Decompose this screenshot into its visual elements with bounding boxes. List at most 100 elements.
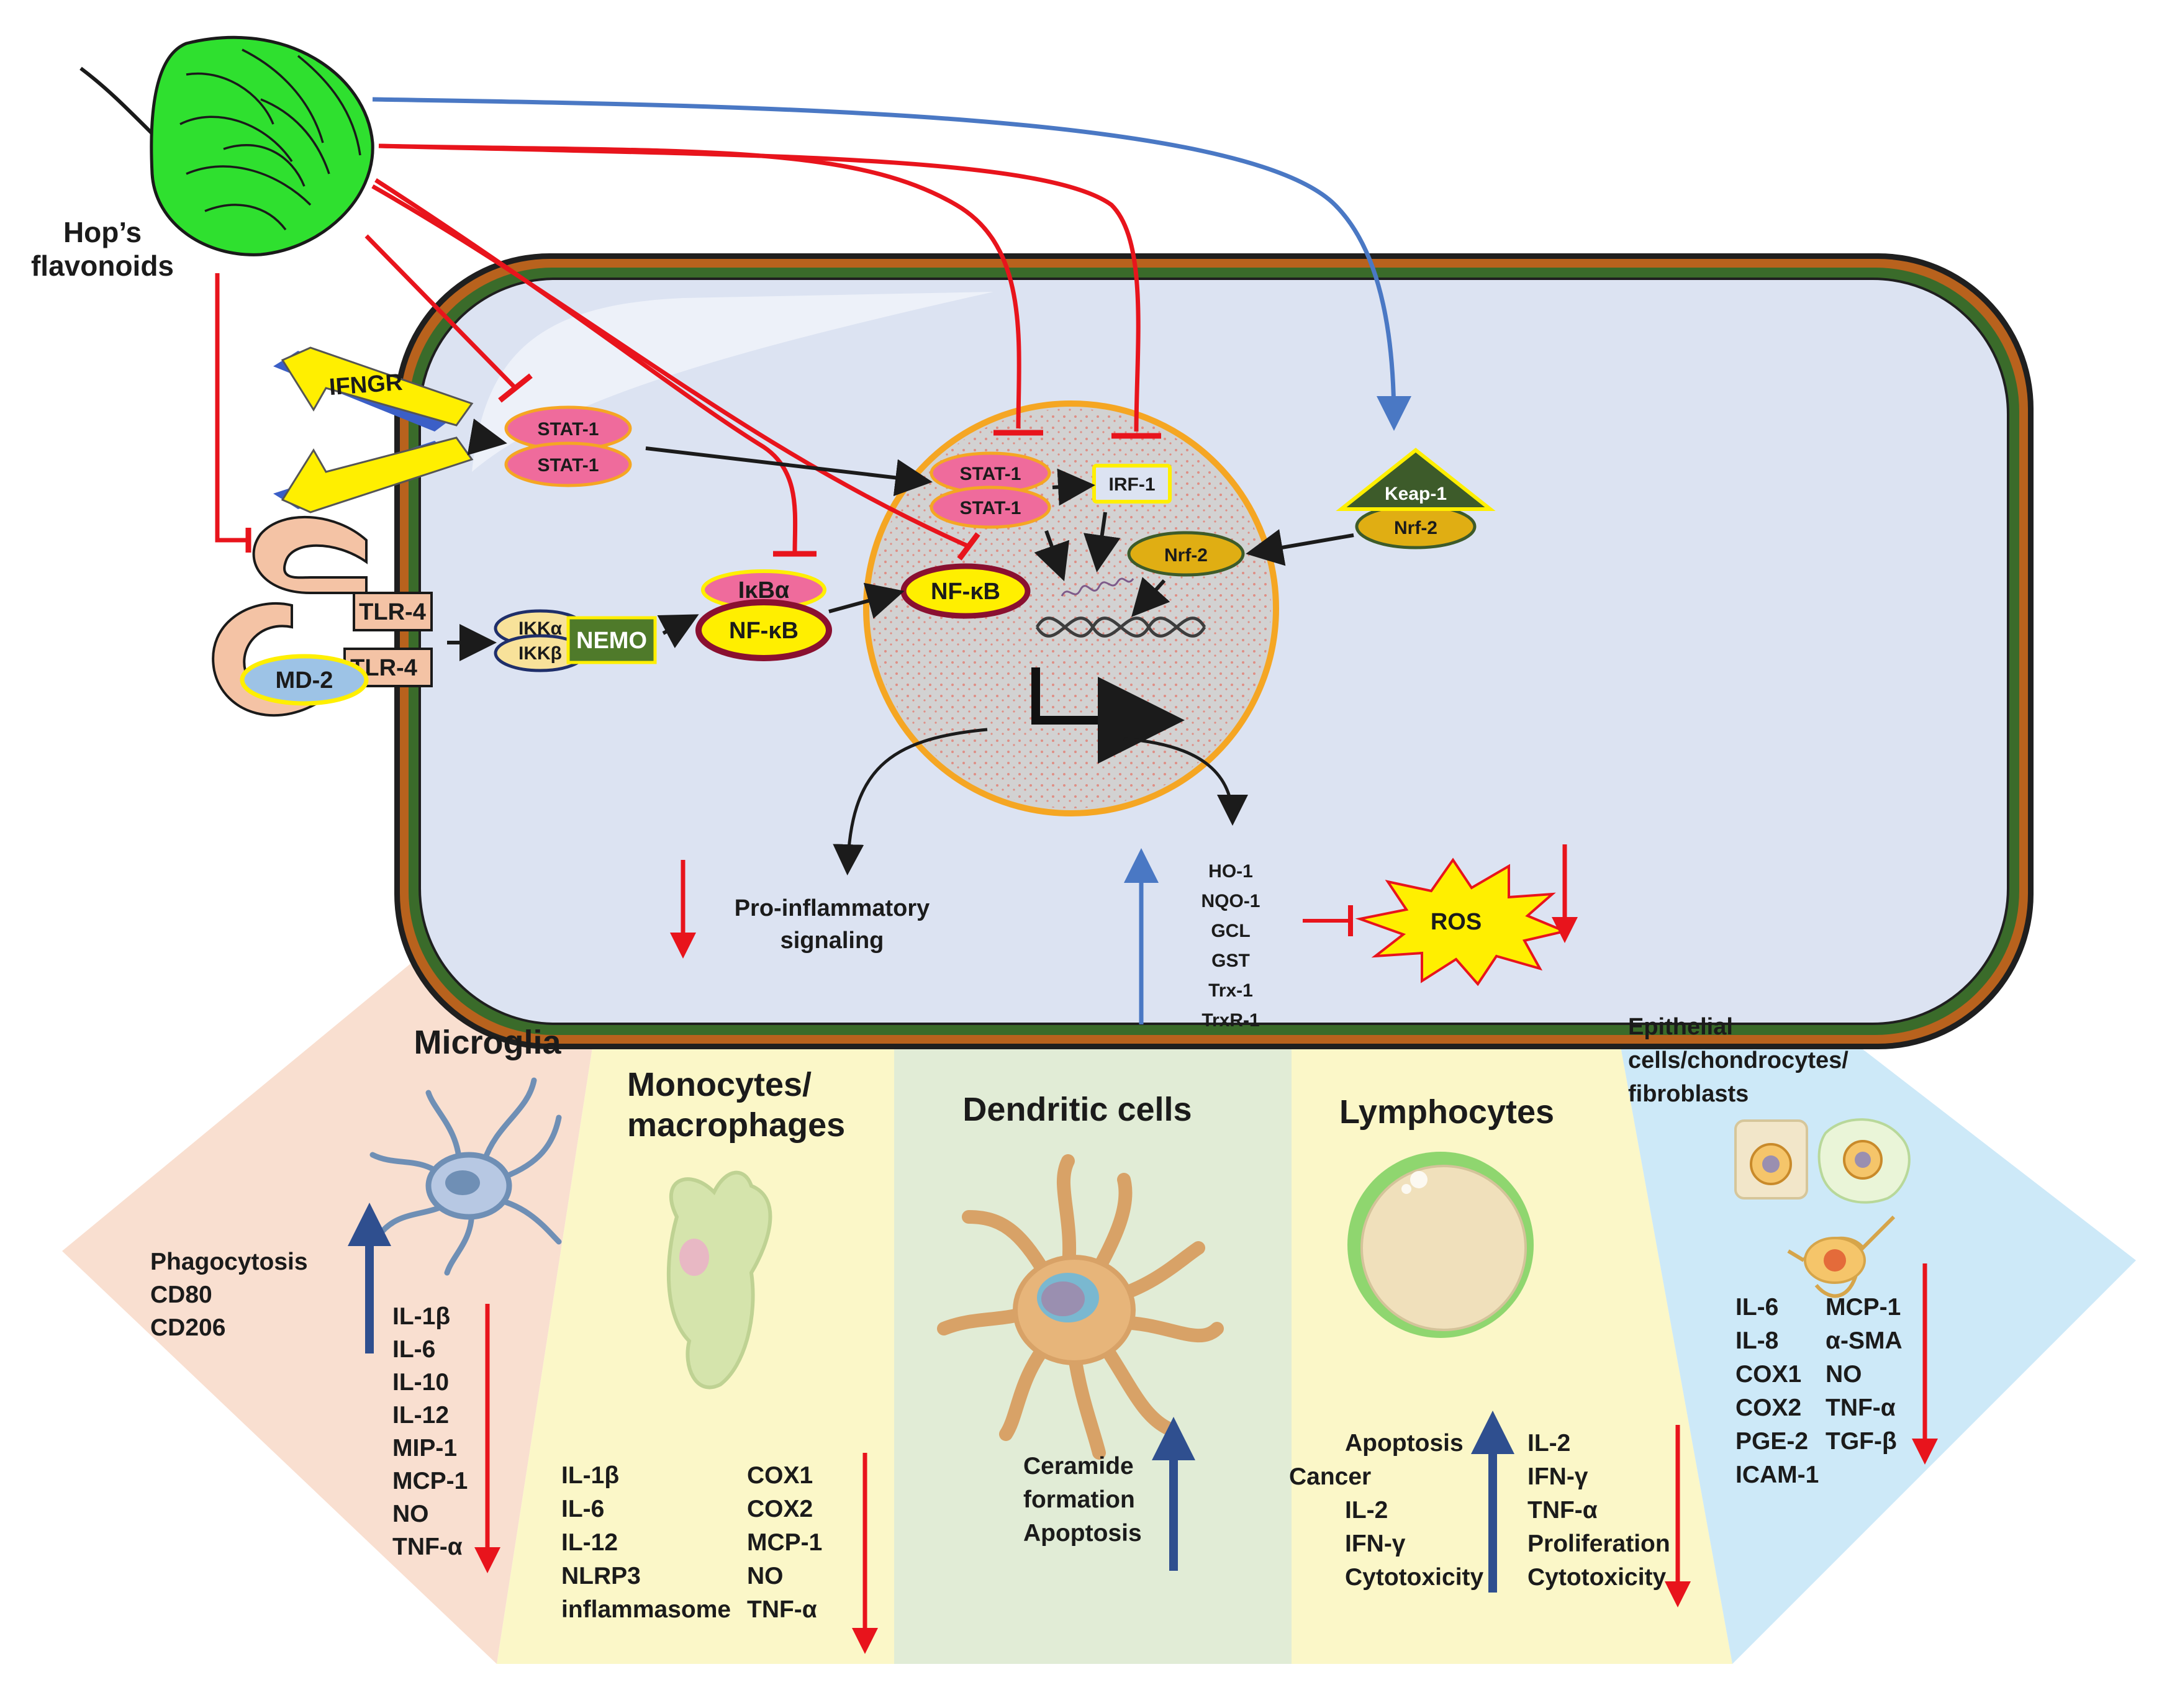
arrow-irf1-to-dna [1084, 512, 1121, 572]
list-item: COX2 [1735, 1394, 1801, 1421]
epithelial-cell-images [1734, 1118, 1911, 1298]
nfkb-cyto-label: NF-κB [729, 618, 799, 644]
inhibit-tlr4-line [215, 273, 248, 543]
arrow-ifngr-to-stat1 [467, 418, 507, 456]
ikba-nfkb-complex: IκBα NF-κB [695, 569, 832, 661]
microglia-cell-image [369, 1077, 562, 1276]
inhibit-nfkb-nucleus-line [371, 184, 970, 549]
nucleus-stat1-dimer: STAT-1 STAT-1 [930, 451, 1051, 529]
gene-item: Trx-1 [1208, 980, 1253, 1001]
list-item: PGE-2 [1735, 1428, 1808, 1455]
dendritic-title: Dendritic cells [962, 1091, 1192, 1128]
list-item: TNF-α [392, 1534, 463, 1560]
gene-item: GCL [1211, 921, 1250, 941]
epithelial-title-1: Epithelial [1628, 1014, 1733, 1040]
microglia-title: Microglia [414, 1024, 561, 1061]
keap1-triangle [1336, 448, 1496, 511]
list-item: NLRP3 [561, 1563, 641, 1589]
stat1-cyto-b: STAT-1 [538, 455, 599, 476]
tlr4-top-label: TLR-4 [359, 599, 426, 625]
epithelial-title-3: fibroblasts [1628, 1081, 1749, 1107]
epithelial-down-col2: MCP-1 α-SMA NO TNF-α TGF-β [1826, 1294, 1903, 1455]
activation-arrows [447, 418, 1354, 875]
list-item: NO [1826, 1361, 1862, 1388]
proinflam-label-1: Pro-inflammatory [735, 895, 930, 921]
ikkb-label: IKKβ [518, 643, 562, 664]
list-item: TGF-β [1826, 1428, 1897, 1455]
tbar-ifngr [498, 373, 533, 403]
arrow-nrf2-to-dna [1131, 577, 1170, 617]
lymphocytes-up-list: Apoptosis Cancer IL-2 IFN-γ Cytotoxicity [1289, 1430, 1484, 1591]
ifngr-label: IFNGR [328, 369, 404, 400]
gene-item: HO-1 [1208, 861, 1253, 882]
list-item: COX1 [747, 1462, 813, 1489]
irf1-label: IRF-1 [1109, 474, 1156, 495]
stat1-nuc-a: STAT-1 [960, 464, 1021, 484]
list-item: Cancer [1289, 1463, 1371, 1490]
keap1-label: Keap-1 [1385, 484, 1447, 504]
ikk-complex: IKKα IKKβ NEMO [494, 609, 657, 672]
irf1-node: IRF-1 [1092, 464, 1172, 504]
list-item: formation [1023, 1486, 1135, 1513]
transcription-start-arrow [1031, 667, 1185, 764]
hop-bracts [179, 48, 361, 231]
inhibition-lines [215, 143, 1141, 553]
arrow-keap1-to-nrf2 [1246, 529, 1354, 566]
nfkb-nucleus-node: NF-κB [900, 563, 1031, 619]
list-item: IL-6 [561, 1496, 604, 1522]
lymphocytes-title: Lymphocytes [1339, 1093, 1554, 1131]
gene-item: GST [1211, 951, 1250, 971]
arrow-stat1-to-dna [1034, 530, 1070, 582]
list-item: IL-6 [1735, 1294, 1778, 1321]
tlr4-upper-horseshoe [252, 515, 368, 594]
epithelial-down-col1: IL-6 IL-8 COX1 COX2 PGE-2 ICAM-1 [1735, 1294, 1819, 1488]
gene-item: NQO-1 [1201, 891, 1260, 911]
list-item: MCP-1 [392, 1468, 468, 1494]
arrow-nfkb-to-nucleus [828, 582, 905, 619]
arrow-stat1-to-nucleus [645, 446, 933, 497]
list-item: inflammasome [561, 1596, 731, 1623]
list-item: α-SMA [1826, 1327, 1903, 1354]
cytoplasm-stat1-dimer: STAT-1 STAT-1 [504, 405, 632, 487]
hop-stem [79, 66, 157, 138]
monocytes-title-1: Monocytes/ [627, 1066, 812, 1103]
nemo-label: NEMO [576, 628, 647, 654]
list-item: ICAM-1 [1735, 1462, 1819, 1488]
macrophage-cell-image [666, 1170, 772, 1389]
monocytes-down-col1: IL-1β IL-6 IL-12 NLRP3 inflammasome [561, 1462, 731, 1623]
list-item: IFN-γ [1345, 1530, 1406, 1557]
tlr4-receptor: TLR-4 TLR-4 MD-2 [212, 515, 433, 717]
hop-flavonoids-label: Hop’s [63, 216, 142, 248]
list-item: COX2 [747, 1496, 813, 1522]
list-item: Proliferation [1527, 1530, 1670, 1557]
list-item: MCP-1 [1826, 1294, 1901, 1321]
epithelial-title-2: cells/chondrocytes/ [1628, 1047, 1848, 1073]
list-item: IL-10 [392, 1369, 449, 1396]
nrf2-nucleus-node: Nrf-2 [1127, 531, 1245, 577]
tbar-nfkb-nucleus [957, 532, 980, 561]
list-item: IL-6 [392, 1336, 435, 1363]
nfkb-nucleus-label: NF-κB [931, 579, 1000, 605]
list-item: CD80 [150, 1281, 212, 1308]
list-item: Cytotoxicity [1345, 1564, 1484, 1591]
list-item: IFN-γ [1527, 1463, 1588, 1490]
list-item: TNF-α [747, 1596, 817, 1623]
keap1-nrf2-complex: Nrf-2 Keap-1 [1336, 448, 1496, 549]
list-item: IL-1β [561, 1462, 619, 1489]
list-item: Cytotoxicity [1527, 1564, 1667, 1591]
hop-cone-image [79, 35, 374, 256]
nrf2-nucleus-label: Nrf-2 [1164, 545, 1208, 566]
ifngr-top-arm [281, 346, 474, 427]
inhibition-bars [245, 373, 1161, 561]
arrow-to-antioxidant-genes [1123, 737, 1248, 826]
epithelial-title: Epithelial cells/chondrocytes/ fibroblas… [1628, 1014, 1848, 1107]
gene-item: TrxR-1 [1201, 1010, 1259, 1031]
lymphocytes-down-list: IL-2 IFN-γ TNF-α Proliferation Cytotoxic… [1527, 1430, 1670, 1591]
dendritic-up-list: Ceramide formation Apoptosis [1023, 1453, 1142, 1547]
panel-epithelial [1602, 944, 2136, 1664]
proinflam-label-2: signaling [781, 928, 884, 954]
list-item: IL-2 [1527, 1430, 1570, 1457]
panel-microglia [62, 944, 609, 1664]
list-item: MIP-1 [392, 1435, 457, 1462]
